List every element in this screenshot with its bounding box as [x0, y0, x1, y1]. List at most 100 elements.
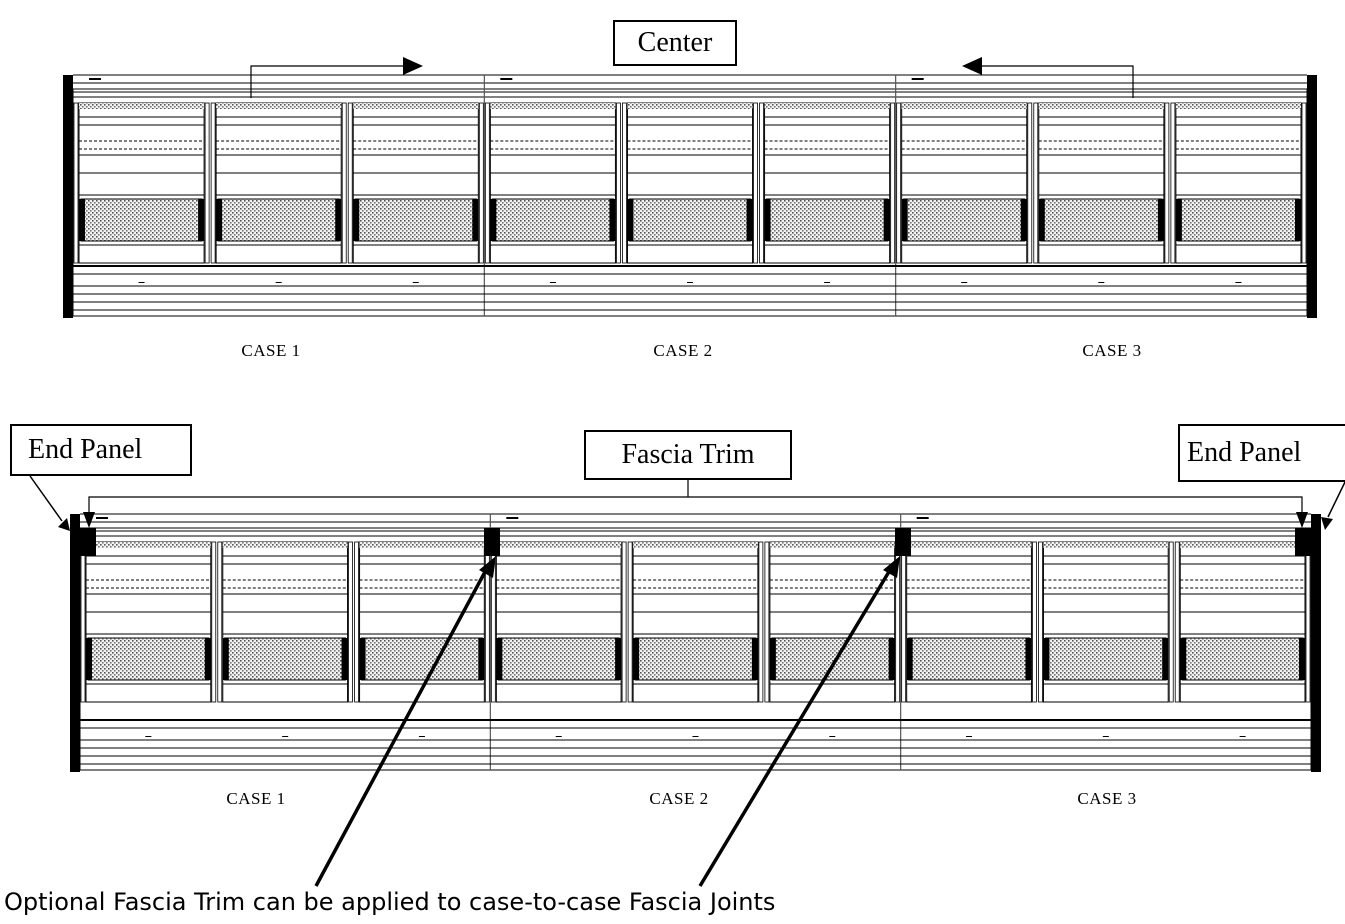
- end-panel: [1307, 75, 1317, 318]
- shelf-pattern: [216, 103, 342, 109]
- case-tag: [500, 78, 513, 80]
- grille-post: [353, 199, 360, 241]
- grille-post: [490, 199, 497, 241]
- grille: [87, 637, 210, 681]
- base-tag: [1235, 282, 1242, 283]
- grille: [491, 198, 614, 242]
- door-mullion: [211, 541, 217, 703]
- center-arrowhead-left: [403, 57, 423, 75]
- base-tag: [138, 282, 145, 283]
- door-mullion: [1305, 541, 1311, 703]
- grille: [628, 198, 752, 242]
- door-mullion: [204, 102, 210, 264]
- case-tag: [89, 78, 101, 80]
- base-tag: [1102, 736, 1109, 737]
- shelf-pattern: [1038, 103, 1164, 109]
- grille-post: [472, 199, 479, 241]
- grille-post: [615, 638, 622, 680]
- fascia-trim-arrowhead-right: [1296, 512, 1308, 528]
- grille: [1040, 198, 1163, 242]
- grille-post: [1299, 638, 1305, 680]
- grille: [903, 198, 1026, 242]
- grille-post: [609, 199, 616, 241]
- grille-post: [901, 199, 908, 241]
- shelf-pattern: [79, 103, 205, 109]
- fascia-trim-block: [1295, 528, 1311, 556]
- grille-post: [764, 199, 771, 241]
- door-mullion: [764, 541, 770, 703]
- fascia-trim-bracket: [88, 496, 1303, 512]
- center-arrow-left: [250, 65, 405, 98]
- shelf-pattern: [222, 542, 348, 548]
- grille: [634, 637, 757, 681]
- grille: [771, 637, 894, 681]
- shelf-pattern: [496, 542, 622, 548]
- door-mullion: [1301, 102, 1307, 264]
- end-panel: [63, 75, 73, 318]
- grille-post: [216, 199, 223, 241]
- grille-post: [1038, 199, 1045, 241]
- shelf-pattern: [764, 103, 890, 109]
- shelf-pattern: [1180, 542, 1305, 548]
- end-panel: [1311, 514, 1321, 772]
- door-mullion: [348, 541, 353, 703]
- grille: [1177, 198, 1300, 242]
- end-panel-right-label: End Panel: [1178, 424, 1345, 482]
- base-tag: [824, 282, 831, 283]
- grille: [1181, 637, 1304, 681]
- grille-post: [1020, 199, 1027, 241]
- door-mullion: [1027, 102, 1033, 264]
- fascia-trim-block: [80, 528, 96, 556]
- top-case-3-label: CASE 3: [1082, 341, 1142, 360]
- door-mullion: [901, 541, 907, 703]
- base-tag: [555, 736, 562, 737]
- shelf-pattern: [1175, 103, 1301, 109]
- base-tag: [1239, 736, 1246, 737]
- top-case-2-label: CASE 2: [653, 341, 713, 360]
- grille-post: [751, 638, 758, 680]
- grille-post: [883, 199, 890, 241]
- grille: [908, 637, 1030, 681]
- door-mullion: [478, 102, 484, 264]
- annotation-arrows: [29, 57, 1345, 887]
- grille: [1044, 637, 1167, 681]
- grille-post: [198, 199, 205, 241]
- fascia-joint-arrowhead-1: [479, 556, 496, 578]
- grille-post: [746, 199, 753, 241]
- base-tag: [282, 736, 289, 737]
- base-tag: [549, 282, 556, 283]
- shelf-pattern: [633, 542, 758, 548]
- door-mullion: [1170, 102, 1176, 264]
- bottom-case-3-label: CASE 3: [1077, 789, 1137, 808]
- door-mullion: [354, 541, 359, 703]
- end-panel-left-label: End Panel: [10, 424, 192, 476]
- grille-post: [86, 638, 92, 680]
- bottom-case-2-label: CASE 2: [649, 789, 709, 808]
- caption: Optional Fascia Trim can be applied to c…: [4, 888, 776, 916]
- grille-post: [1175, 199, 1182, 241]
- door-mullion: [890, 102, 896, 264]
- base-tag: [1098, 282, 1105, 283]
- fascia-trim-block: [484, 528, 500, 556]
- base-tag: [412, 282, 419, 283]
- grille-post: [633, 638, 640, 680]
- door-mullion: [621, 541, 627, 703]
- shelf-pattern: [627, 103, 753, 109]
- end-panel-right-arrowhead: [1321, 517, 1333, 530]
- shelf-pattern: [359, 542, 485, 548]
- door-mullion: [616, 102, 621, 264]
- end-panel-left-arrow: [29, 475, 63, 522]
- grille: [224, 637, 347, 681]
- end-panel-right-arrow: [1327, 481, 1345, 518]
- base-tag: [687, 282, 693, 283]
- grille-post: [906, 638, 913, 680]
- door-mullion: [896, 102, 902, 264]
- door-mullion: [758, 541, 764, 703]
- fascia-trim-arrowhead-left: [83, 512, 95, 528]
- end-panel: [70, 514, 80, 772]
- fascia-joint-arrowhead-2: [883, 556, 900, 578]
- door-mullion: [73, 102, 79, 264]
- grille-post: [341, 638, 348, 680]
- door-mullion: [1033, 102, 1039, 264]
